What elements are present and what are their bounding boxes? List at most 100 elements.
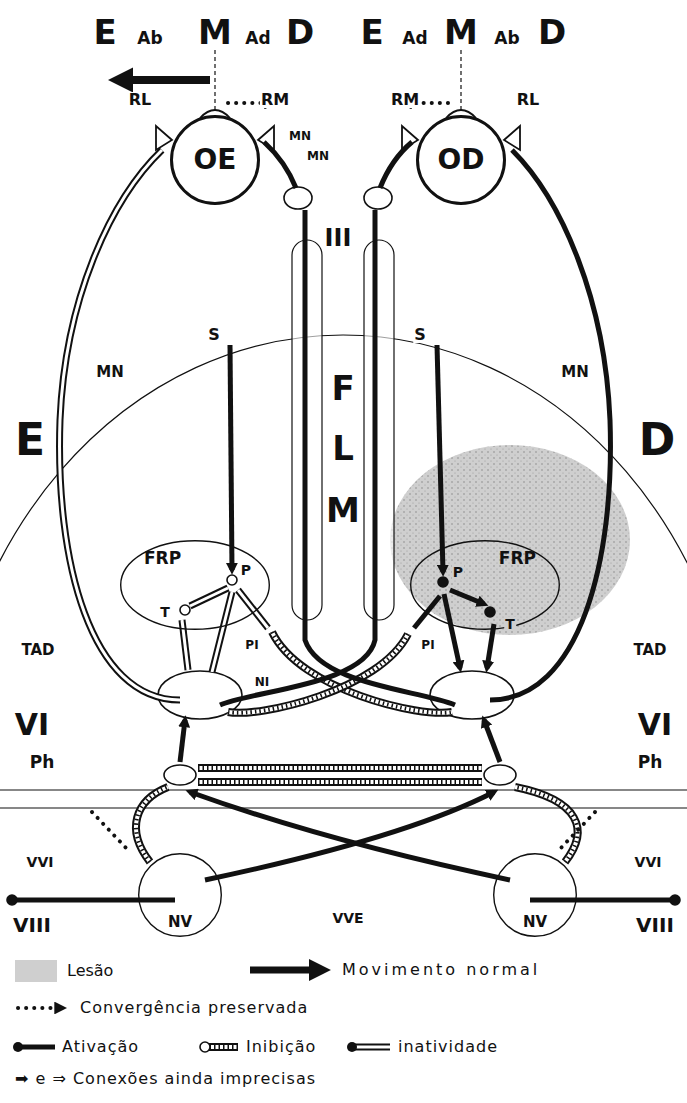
inhibition-pathway-stroke [136,787,168,862]
legend-entry: Lesão [15,960,113,982]
active-pathway-stroke [487,624,494,668]
structure-label: VVI [26,855,55,869]
structure-label: Ph [29,754,56,771]
hollow-pathway-stroke [190,588,228,606]
inhibition-pathway-stroke [198,778,482,786]
node-label: FRP [499,550,536,567]
cell-bodie-stroke [180,605,190,615]
structure-label: VI [14,710,50,740]
cell-bodie-stroke [485,607,495,617]
structure-label: PI [244,639,259,651]
structure-label: F [330,371,355,405]
legend-sample-stroke [347,1042,357,1052]
structure-label: VIII [12,915,52,935]
structure-label: Ab [493,30,520,47]
legend-swatch [15,960,57,982]
brainstem-outline-stroke [0,789,687,790]
inhibition-pathway-stroke [198,780,482,784]
hollow-pathway-stroke [212,592,232,672]
structure-label: MN [560,365,589,380]
legend-sample-stroke [200,1042,210,1052]
inhibition-pathway-stroke [198,780,482,784]
active-pathway-stroke [264,142,296,188]
structure-label: M [325,493,361,527]
gaze-arrow-stroke [214,50,215,110]
node-label: NV [168,915,192,930]
legend-text: ➡ e ⇒ Conexões ainda imprecisas [15,1070,316,1088]
legend-text: Convergência preservada [80,999,308,1017]
legend-text: Movimento normal [342,961,540,979]
legend-entry: Inibição [246,1038,316,1056]
active-pathway-stroke [437,345,443,572]
structure-label: PI [420,639,435,651]
brainstem-outline [0,335,687,1103]
gaze-arrow-stroke [460,50,461,110]
legend-text: Ativação [62,1038,139,1056]
structure-label: T [504,617,516,631]
legend-sample-stroke [18,1006,62,1010]
structure-label: M [443,15,479,49]
active-pathway-stroke [450,590,484,604]
hollow-pathway-stroke [182,620,188,670]
legend-entry: ➡ e ⇒ Conexões ainda imprecisas [15,1070,316,1088]
structure-label: VI [637,710,673,740]
frp-ellipse-shape [121,541,270,630]
legend-sample-stroke [250,967,322,974]
structure-label: Ad [244,30,271,47]
inhibition-pathway-stroke [136,787,168,862]
inhibition-pathway-stroke [198,766,482,770]
brainstem-outline-stroke [0,335,687,790]
structure-label: RM [260,92,290,108]
active-pathway-stroke [12,898,175,903]
structure-label: D [285,15,315,49]
nucleus-ovals [158,187,516,785]
active-pathway-stroke [530,898,675,903]
structure-label: E [359,15,384,49]
vestibular-nucleus-shape [139,854,222,937]
inhibition-pathway-stroke [515,787,578,862]
inhibition-pathway-stroke [515,787,578,862]
inhibition-pathway-stroke [198,764,482,772]
structure-label: P [240,563,252,577]
vestibular-nucleus-shape [494,854,577,937]
cell-bodie-stroke [7,895,17,905]
vestibular-nucleus: NV [493,853,577,937]
structure-label: MN [288,130,312,142]
legend-entry: Movimento normal [342,961,540,979]
gaze-arrows [118,50,461,110]
inhibition-pathway-stroke [228,634,408,713]
cell-bodie-stroke [670,895,680,905]
legend-entry: Ativação [62,1038,139,1056]
legend-text: inatividade [398,1038,498,1056]
node-label: OD [437,146,484,174]
flm-column-stroke [364,240,394,620]
hollow-pathway-stroke [60,150,180,700]
brainstem-outline-stroke [0,807,687,808]
eye-muscle-stroke [156,126,172,150]
structure-label: TAD [632,643,667,658]
active-pathway-stroke [490,150,610,700]
structure-label: T [159,605,171,619]
structure-label: RL [128,92,153,108]
frp-ellipse: FRP [120,540,270,630]
structure-label: E [14,418,46,462]
hollow-pathway-stroke [182,620,188,670]
structure-label: S [413,327,427,343]
structure-label: TAD [20,643,55,658]
structure-label: NI [254,676,271,688]
eye-muscle-stroke [504,126,520,150]
nucleus-oval-stroke [164,765,196,785]
frp-ellipse-outline [120,540,270,630]
legend-text: Lesão [67,962,113,980]
inhibition-pathway-stroke [515,787,578,862]
structure-label: Ad [401,30,428,47]
cell-bodie-stroke [227,575,237,585]
structure-label: RL [516,92,541,108]
nucleus-oval-stroke [284,187,312,209]
vestibular-nucleus: NV [138,853,222,937]
hollow-pathways [60,150,268,700]
structure-label: P [452,565,464,579]
active-pathway-stroke [305,210,455,705]
eye-circle: OE [170,115,260,205]
